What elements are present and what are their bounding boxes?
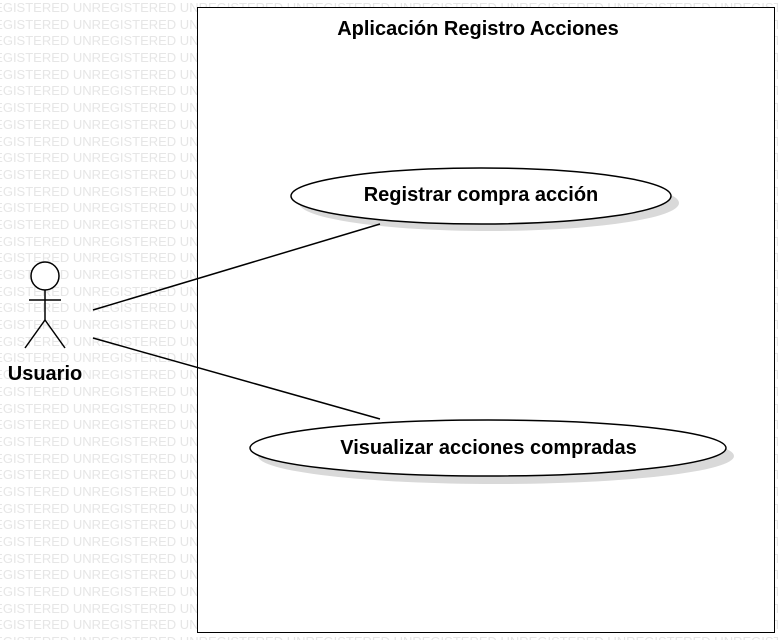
actor-figure[interactable] — [24, 261, 66, 349]
actor-left-leg — [24, 319, 46, 349]
use-case-label: Visualizar acciones compradas — [340, 437, 637, 459]
system-boundary[interactable] — [197, 7, 775, 633]
use-case-visualizar-acciones[interactable] — [249, 419, 727, 477]
association-line[interactable] — [92, 223, 381, 311]
system-boundary-title: Aplicación Registro Acciones — [337, 18, 619, 40]
actor-right-leg — [44, 319, 66, 349]
use-case-registrar-compra[interactable] — [290, 167, 672, 225]
use-case-label: Registrar compra acción — [363, 184, 599, 206]
association-line[interactable] — [92, 337, 381, 420]
actor-name: Usuario — [7, 363, 83, 385]
actor-head — [30, 261, 60, 291]
watermark-row: UNREGISTERED UNREGISTERED UNREGISTERED U… — [0, 634, 778, 640]
